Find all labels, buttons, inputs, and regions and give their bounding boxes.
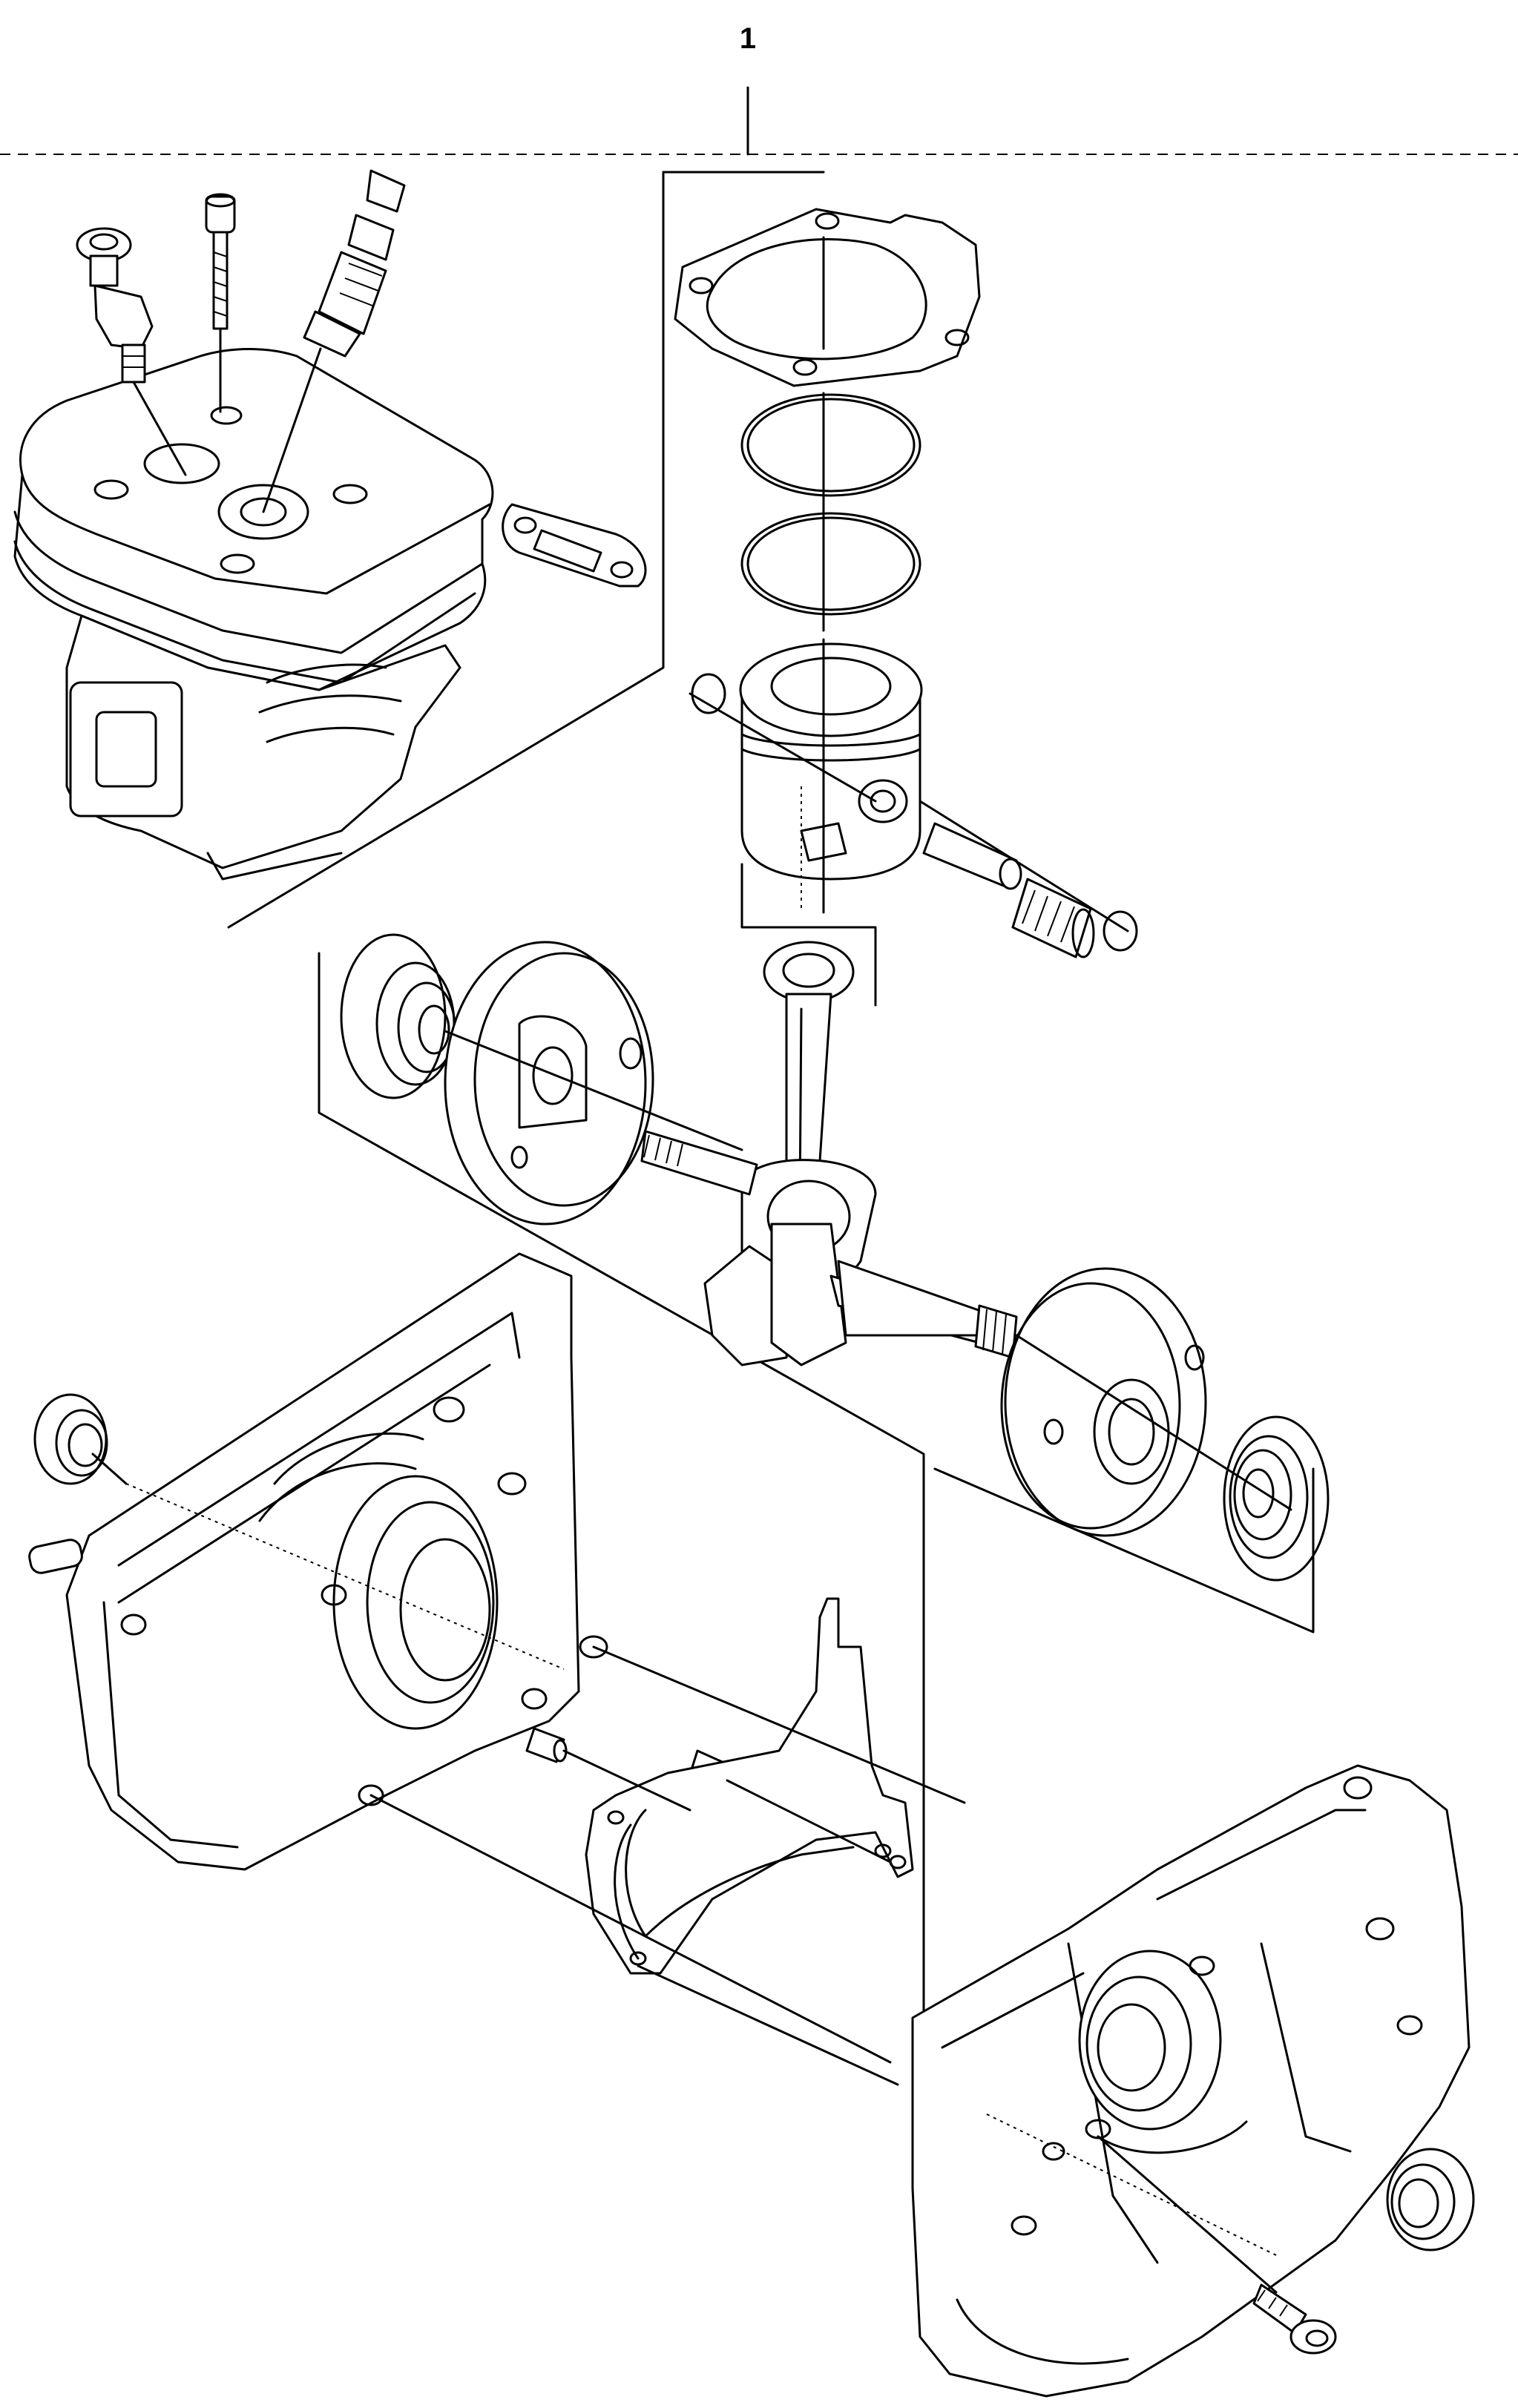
cylinder-bolt-hole [332, 484, 368, 504]
cylinder-head-fins [13, 348, 494, 691]
crankcase-screw [1097, 2135, 1337, 2355]
dowel-pin [525, 1727, 568, 1763]
gasket-bore [706, 238, 927, 361]
crankshaft-assembly [318, 933, 1330, 2157]
decompression-port [143, 443, 220, 484]
crankcase-gasket [585, 1597, 914, 1975]
spark-plug-port [240, 497, 287, 527]
spark-plug-port [217, 484, 309, 540]
main-bearing-right [1223, 1415, 1330, 1582]
exhaust-gasket [502, 503, 647, 588]
crankcase-left-half [28, 1252, 608, 1871]
piston-ring [746, 516, 916, 611]
piston-pin-circlip [691, 673, 726, 714]
cylinder-fin-line [13, 540, 476, 684]
oil-seal-right [1386, 2148, 1475, 2251]
cylinder-intake-fins [258, 663, 402, 743]
piston-pin-circlip [1103, 910, 1138, 952]
cylinder-base-gasket [674, 208, 981, 387]
cylinder-screw [205, 193, 236, 413]
cylinder-assembly [13, 171, 665, 929]
crank-web-left [444, 941, 654, 1226]
piston-ring [746, 398, 916, 493]
decompression-valve [76, 227, 187, 476]
crank-web [770, 1223, 847, 1366]
oil-seal-left [33, 1393, 128, 1485]
exhaust-port [95, 711, 157, 788]
piston-rod-bracket [740, 863, 877, 1007]
cylinder-bolt-hole [210, 406, 243, 425]
cylinder-fin-line [21, 473, 491, 595]
cylinder-exhaust-flange [69, 681, 183, 818]
crankshaft-left-journal [640, 1130, 758, 1196]
crankcase-right-half [911, 1764, 1471, 2398]
piston-pin-boss [858, 779, 908, 823]
crankcase-bearing-seat [332, 1475, 499, 1730]
main-bearing-left [340, 933, 456, 1099]
crankshaft-right-taper [829, 1260, 1018, 1359]
spark-plug [262, 169, 406, 513]
crank-group-bracket [318, 952, 925, 2157]
cylinder-base [206, 852, 343, 881]
callout-number: 1 [739, 22, 757, 55]
piston-ring [740, 393, 921, 497]
cylinder-bolt-hole [220, 553, 255, 574]
crank-web-right [1000, 1267, 1207, 1537]
piston-ring [740, 512, 921, 616]
cylinder-group-bracket [227, 171, 665, 929]
cylinder-bolt-hole [93, 479, 129, 500]
piston-group [662, 171, 1138, 1007]
cylinder-fin-line [13, 510, 484, 654]
needle-bearing [1011, 878, 1095, 958]
